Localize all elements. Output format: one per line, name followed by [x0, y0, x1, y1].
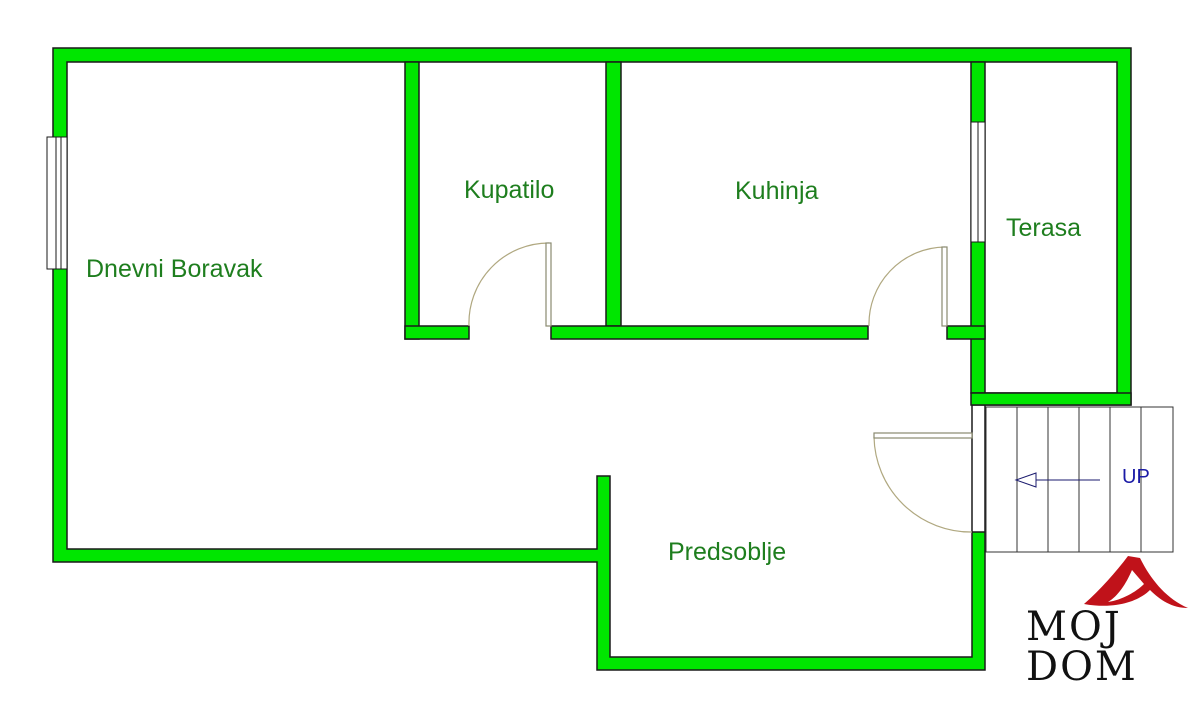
outer-wall: [52, 47, 1132, 671]
wall-terasa-bottom: [970, 392, 1132, 406]
wall-bottom-seg1: [404, 325, 470, 340]
room-label-living: Dnevni Boravak: [86, 255, 263, 283]
wall-kupatilo-left: [404, 61, 420, 340]
logo-mark: [1084, 556, 1188, 608]
room-label-bathroom: Kupatilo: [464, 176, 555, 204]
window-kuhinja: [970, 121, 986, 243]
room-label-kitchen: Kuhinja: [735, 177, 819, 205]
door-entrance: [873, 432, 973, 533]
logo-roof-icon: [1084, 556, 1188, 608]
room-label-terrace: Terasa: [1006, 214, 1082, 242]
wall-kupatilo-right: [605, 61, 622, 327]
window-left: [46, 136, 68, 270]
door-kupatilo: [468, 242, 552, 327]
door-kuhinja: [868, 246, 948, 327]
walls: [52, 47, 1132, 671]
wall-bottom-seg3: [946, 325, 986, 340]
logo-text-line2: DOM: [1026, 644, 1138, 690]
logo-text-line1: MOJ: [1026, 604, 1122, 650]
room-label-hall: Predsoblje: [668, 538, 787, 566]
stairs-arrow-icon: [1014, 472, 1100, 488]
wall-bottom-seg2: [550, 325, 869, 340]
stairs-up-label: UP: [1122, 466, 1150, 488]
